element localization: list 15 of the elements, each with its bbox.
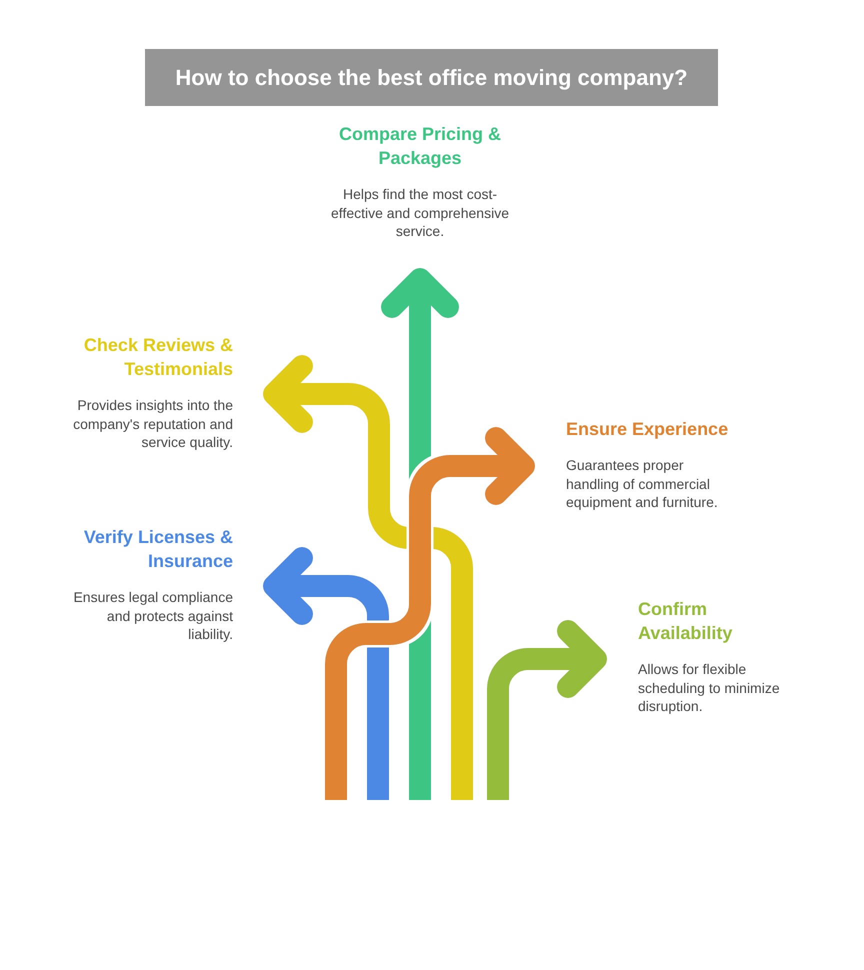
arrow	[487, 620, 607, 800]
step-description: Helps find the most cost-effective and comprehensive service.	[330, 185, 510, 240]
step-description: Provides insights into the company's reputation and service quality.	[72, 396, 233, 452]
step-description: Ensures legal compliance and protects against liability.	[72, 588, 233, 644]
arrow	[263, 355, 473, 800]
title-banner: How to choose the best office moving company?	[145, 49, 718, 106]
step-heading: Check Reviews & Testimonials	[82, 334, 233, 381]
step-heading: Verify Licenses & Insurance	[82, 526, 233, 573]
arrow	[325, 427, 535, 800]
arrow	[263, 547, 389, 800]
step-description: Allows for flexible scheduling to minimize disruption.	[638, 660, 781, 716]
step-description: Guarantees proper handling of commercial equipment and furniture.	[566, 456, 719, 512]
step-heading: Ensure Experience	[566, 418, 728, 441]
step-heading: Compare Pricing & Packages	[338, 123, 502, 170]
step-heading: Confirm Availability	[638, 598, 734, 645]
